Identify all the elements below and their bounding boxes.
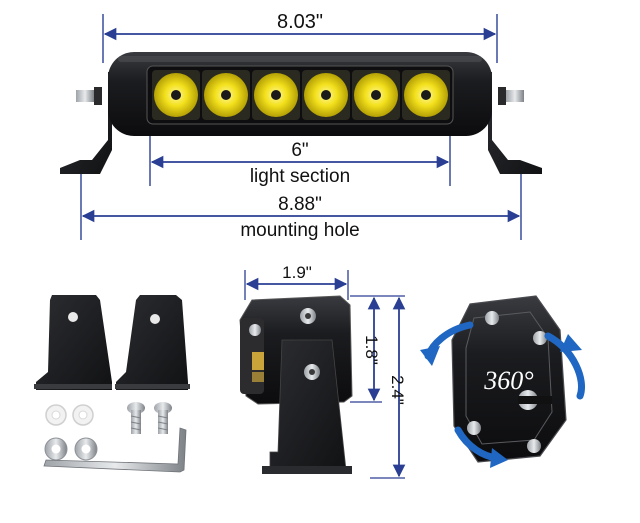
mounting-hole-label: mounting hole (240, 220, 359, 241)
side-profile: 1.9" 1.8" 2.4" (239, 263, 407, 479)
bracket-right (488, 72, 542, 174)
led-cup-5 (352, 70, 400, 120)
allen-key (43, 427, 187, 473)
led-cup-6 (402, 70, 450, 120)
washer-metal-2 (74, 437, 98, 461)
mounting-hole-value: 8.88" (278, 194, 322, 215)
led-cup-3 (252, 70, 300, 120)
washer-white-1 (45, 404, 67, 426)
bolt-1 (127, 402, 145, 434)
led-cup-4 (302, 70, 350, 120)
total-height-label: 2.4" (388, 375, 407, 405)
light-section-label: light section (250, 166, 350, 187)
bolt-2 (154, 402, 172, 434)
light-bar: 8.03" 6" light section 8.88" mounting ho… (60, 11, 542, 241)
overall-length-label: 8.03" (277, 11, 323, 33)
led-cup-1 (152, 70, 200, 120)
bracket-part-left (36, 295, 112, 390)
rotation-view: 360° (420, 295, 585, 468)
washer-metal-1 (44, 437, 68, 461)
bracket-part-right (116, 295, 188, 390)
washer-white-2 (72, 404, 94, 426)
end-bolt-right (498, 87, 524, 105)
end-bolt-left (76, 87, 102, 105)
light-section-value: 6" (291, 140, 308, 161)
rotation-arrow-right (544, 332, 585, 400)
bracket-left (60, 72, 112, 174)
accessory-kit (34, 295, 190, 473)
rotation-label: 360° (483, 366, 533, 395)
width-label: 1.9" (282, 263, 312, 282)
led-cup-2 (202, 70, 250, 120)
inner-height-label: 1.8" (362, 335, 381, 365)
